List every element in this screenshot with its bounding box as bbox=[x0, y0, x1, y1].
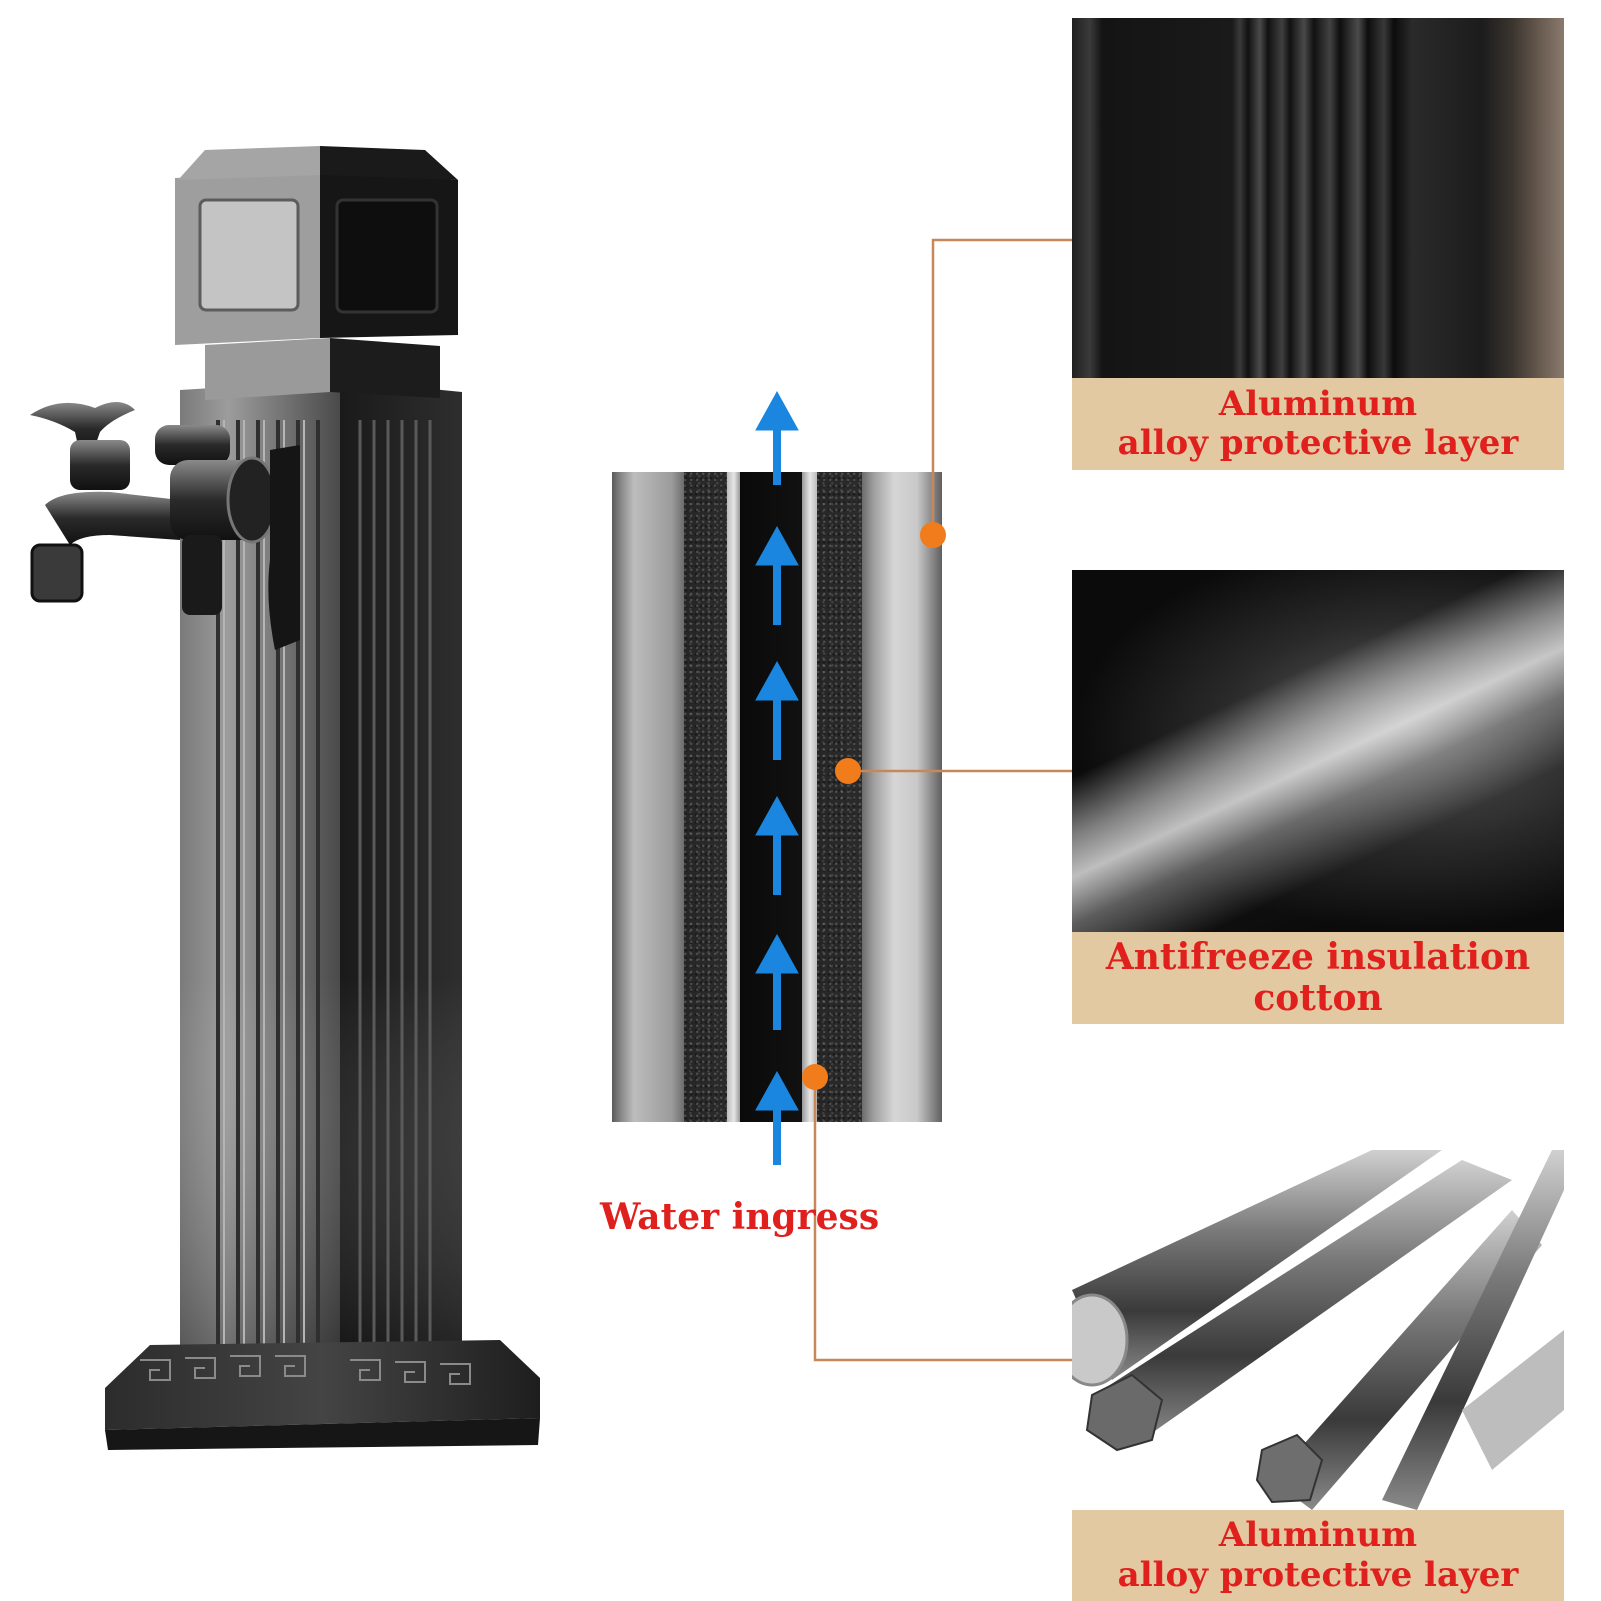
insulation-texture-right bbox=[817, 472, 862, 1122]
dot-marker-icon bbox=[835, 758, 861, 784]
caption-line: Aluminum bbox=[1218, 1515, 1418, 1556]
dot-marker-icon bbox=[802, 1064, 828, 1090]
arrow-up-icon bbox=[755, 1070, 799, 1165]
water-ingress-label: Water ingress bbox=[600, 1196, 880, 1238]
caption-line: alloy protective layer bbox=[1117, 1554, 1519, 1595]
arrow-up-icon bbox=[755, 390, 799, 485]
caption-line: Antifreeze insulation cotton bbox=[1105, 935, 1531, 1019]
caption-aluminum-bottom: Aluminum alloy protective layer bbox=[1072, 1510, 1564, 1601]
caption-aluminum-top: Aluminum alloy protective layer bbox=[1072, 378, 1564, 470]
dot-marker-icon bbox=[920, 522, 946, 548]
insulation-texture-left bbox=[684, 472, 727, 1122]
aluminum-rods-photo bbox=[1072, 1150, 1564, 1510]
leader-line-aluminum-bottom bbox=[813, 1077, 1072, 1362]
caption-line: alloy protective layer bbox=[1117, 423, 1519, 463]
arrow-up-icon bbox=[755, 525, 799, 625]
arrow-up-icon bbox=[755, 933, 799, 1030]
insulation-cotton-photo bbox=[1072, 570, 1564, 932]
arrow-up-icon bbox=[755, 660, 799, 760]
leader-line-aluminum-top bbox=[931, 238, 1072, 535]
caption-insulation: Antifreeze insulation cotton bbox=[1072, 932, 1564, 1024]
arrow-up-icon bbox=[755, 795, 799, 895]
caption-line: Aluminum bbox=[1218, 383, 1418, 424]
water-post-illustration bbox=[30, 146, 540, 1450]
aluminum-profile-photo bbox=[1072, 18, 1564, 378]
